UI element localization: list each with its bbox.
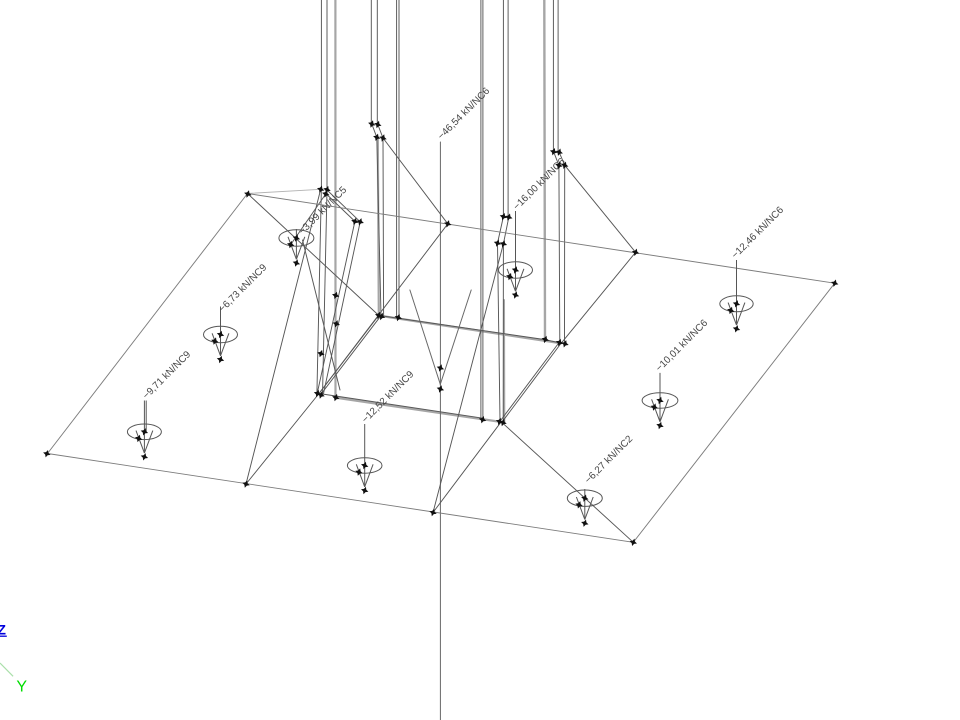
svg-text:Y: Y [16, 678, 27, 695]
svg-text:Z: Z [0, 621, 6, 637]
